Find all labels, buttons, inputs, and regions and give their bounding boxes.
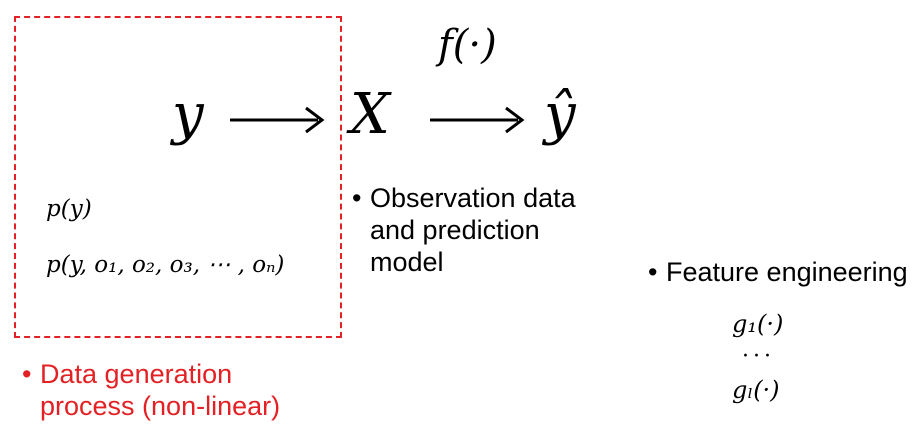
data-generation-box	[14, 16, 342, 338]
formula-p-joint: p(y, o₁, o₂, o₃, ⋯ , oₙ)	[46, 252, 285, 278]
var-y-hat: ŷ	[544, 82, 576, 147]
observation-line-3: model	[370, 247, 444, 277]
var-X: X	[350, 82, 390, 147]
observation-bullet: • Observation data and prediction model	[352, 182, 576, 278]
formula-p-y: p(y)	[46, 196, 92, 222]
function-label: f(·)	[438, 22, 497, 68]
feature-g-last: gₗ(·)	[732, 376, 780, 404]
caption-line-2: process (non-linear)	[40, 391, 281, 421]
arrow-x-to-yhat	[430, 106, 525, 134]
bullet-dot: •	[648, 257, 658, 287]
caption-line-1: Data generation	[40, 359, 233, 389]
arrow-y-to-x	[230, 106, 325, 134]
feature-g-first: g₁(·)	[732, 310, 784, 338]
bullet-dot: •	[352, 183, 362, 213]
observation-line-1: Observation data	[370, 183, 576, 213]
observation-line-2: and prediction	[370, 215, 540, 245]
bullet-dot: •	[22, 359, 32, 389]
data-generation-caption: • Data generation process (non-linear)	[22, 358, 280, 422]
var-y: y	[172, 82, 204, 147]
feature-engineering-title: Feature engineering	[666, 257, 908, 287]
feature-engineering-bullet: • Feature engineering	[648, 256, 908, 288]
feature-g-dots: ···	[742, 344, 775, 369]
